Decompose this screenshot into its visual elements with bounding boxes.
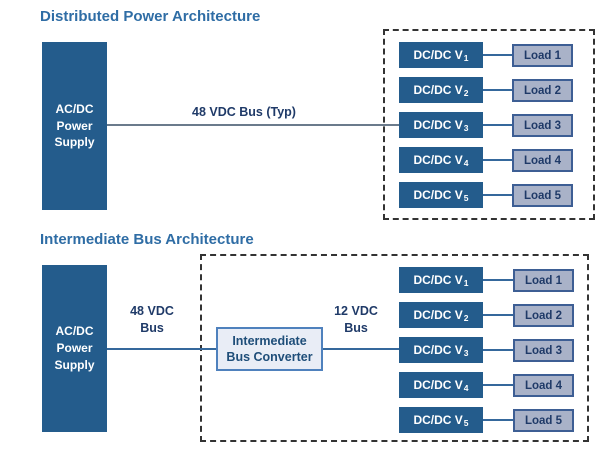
connector-line (483, 419, 513, 421)
dcdc-subscript: 1 (463, 278, 469, 288)
dcdc-label: DC/DC V (413, 343, 463, 357)
dcdc-subscript: 4 (463, 383, 469, 393)
load-box: Load 1 (512, 44, 573, 67)
acdc-power-supply-box-bottom: AC/DC Power Supply (42, 265, 107, 432)
dcdc-subscript: 3 (463, 123, 469, 133)
load-box: Load 3 (513, 339, 574, 362)
load-box: Load 5 (512, 184, 573, 207)
dcdc-label: DC/DC V (413, 273, 463, 287)
load-box: Load 3 (512, 114, 573, 137)
load-box: Load 1 (513, 269, 574, 292)
connector-line (483, 89, 512, 91)
connector-line (483, 314, 513, 316)
dcdc-subscript: 3 (463, 348, 469, 358)
dcdc-label: DC/DC V (413, 118, 463, 132)
connector-line (483, 159, 512, 161)
dcdc-label: DC/DC V (413, 188, 463, 202)
bus-48vdc-typ-label: 48 VDC Bus (Typ) (192, 105, 296, 119)
dcdc-label: DC/DC V (413, 48, 463, 62)
load-box: Load 2 (512, 79, 573, 102)
dcdc-label: DC/DC V (413, 153, 463, 167)
connector-line (483, 54, 512, 56)
connector-line (483, 349, 513, 351)
dcdc-label: DC/DC V (413, 83, 463, 97)
connector-line (483, 279, 513, 281)
intermediate-architecture-title: Intermediate Bus Architecture (40, 231, 254, 248)
load-box: Load 5 (513, 409, 574, 432)
connector-line (483, 194, 512, 196)
bus-12vdc-label: 12 VDC Bus (334, 304, 378, 335)
dcdc-subscript: 5 (463, 193, 469, 203)
bus-48vdc-line-bottom (107, 348, 216, 350)
load-box: Load 4 (512, 149, 573, 172)
intermediate-bus-converter-box: Intermediate Bus Converter (216, 327, 323, 371)
dcdc-subscript: 5 (463, 418, 469, 428)
load-box: Load 4 (513, 374, 574, 397)
acdc-power-supply-box-top: AC/DC Power Supply (42, 42, 107, 210)
bus-12vdc-line (323, 348, 399, 350)
dcdc-subscript: 2 (463, 313, 469, 323)
dcdc-subscript: 1 (463, 53, 469, 63)
bus-48vdc-label: 48 VDC Bus (130, 304, 174, 335)
dcdc-subscript: 4 (463, 158, 469, 168)
load-box: Load 2 (513, 304, 574, 327)
connector-line (483, 384, 513, 386)
bus-48vdc-line-top (107, 124, 399, 126)
distributed-architecture-title: Distributed Power Architecture (40, 8, 261, 25)
dcdc-label: DC/DC V (413, 413, 463, 427)
dcdc-subscript: 2 (463, 88, 469, 98)
dcdc-label: DC/DC V (413, 308, 463, 322)
dcdc-label: DC/DC V (413, 378, 463, 392)
connector-line (483, 124, 512, 126)
